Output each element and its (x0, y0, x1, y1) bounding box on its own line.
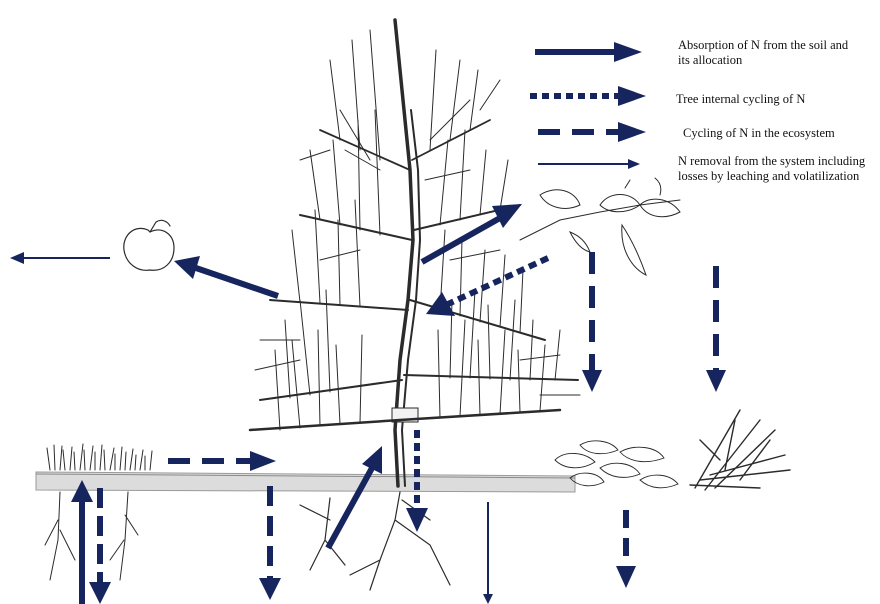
grass-uptake-arrow (71, 480, 93, 604)
internal-cycling-arrow (426, 258, 548, 316)
allocation-to-leaves-arrow (422, 204, 522, 262)
pruning-fall-arrow (706, 266, 726, 392)
leaf-fall-arrow (582, 252, 602, 392)
grass-icon (47, 444, 152, 470)
grass-return-arrow (89, 488, 111, 604)
leaf-decomposition-arrow (616, 510, 636, 588)
pruned-twigs-icon (690, 410, 790, 490)
legend-ecosystem-cycling-label: Cycling of N in the ecosystem (683, 126, 835, 141)
fruit-tree-icon (250, 20, 580, 486)
legend-removal-label: N removal from the system including loss… (678, 154, 878, 184)
legend-internal-arrow (530, 86, 646, 106)
fallen-leaves-icon (555, 441, 678, 488)
roots-icon (300, 492, 450, 590)
legend-uptake-arrow (535, 42, 642, 62)
legend-removal-arrow (538, 159, 640, 169)
leaching-arrow (483, 502, 493, 604)
grass-cycling-arrow (168, 451, 276, 471)
legend-internal-cycling-label: Tree internal cycling of N (676, 92, 805, 107)
allocation-to-fruit-arrow (174, 256, 278, 296)
roots-icon (45, 492, 138, 580)
legend-ecosystem-arrow (538, 122, 646, 142)
legend-uptake-label: Absorption of N from the soil and its al… (678, 38, 858, 68)
apple-icon (124, 220, 174, 270)
fruit-removal-arrow (10, 252, 110, 264)
soil-down-arrow (259, 486, 281, 600)
root-uptake-arrow (328, 446, 382, 548)
soil-surface (36, 472, 575, 492)
